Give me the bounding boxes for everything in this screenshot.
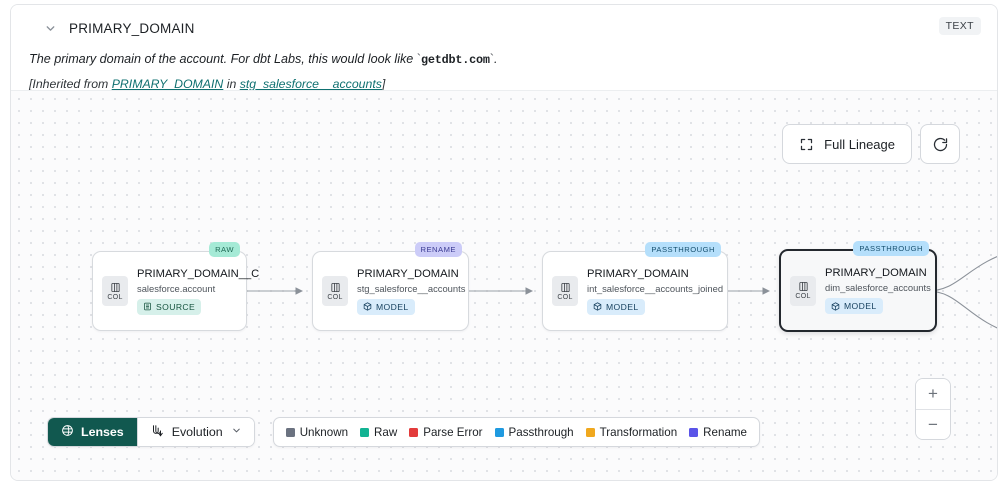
legend: Unknown Raw Parse Error Passthrough Tran… [272, 417, 760, 447]
column-description: The primary domain of the account. For d… [29, 51, 979, 69]
zoom-out-button[interactable]: − [916, 409, 950, 439]
lineage-canvas[interactable]: Full Lineage + − [11, 90, 997, 480]
node-title: PRIMARY_DOMAIN [357, 267, 459, 280]
database-icon [144, 302, 151, 311]
refresh-icon [932, 136, 949, 153]
legend-item: Parse Error [409, 425, 483, 439]
canvas-controls: Full Lineage [782, 124, 960, 164]
inherited-mid: in [223, 76, 240, 91]
zoom-controls: + − [915, 378, 951, 440]
zoom-in-button[interactable]: + [916, 379, 950, 409]
panel-header: PRIMARY_DOMAIN TEXT The primary domain o… [11, 5, 997, 91]
cube-icon [831, 301, 840, 311]
inherited-model-link[interactable]: stg_salesforce__accounts [239, 76, 382, 91]
lineage-node[interactable]: RAW COL PRIMARY_DOMAIN__C salesforce.acc… [92, 242, 260, 331]
edge-out-top [926, 256, 997, 292]
legend-item: Transformation [585, 425, 678, 439]
legend-item: Passthrough [494, 425, 574, 439]
lineage-node[interactable]: PASSTHROUGH COL PRIMARY_DOMAIN int_sales… [542, 242, 728, 331]
node-subtitle: int_salesforce__accounts_joined [587, 282, 724, 294]
cube-icon [593, 302, 602, 311]
status-badge: TEXT [938, 17, 981, 35]
node-subtitle: salesforce.account [137, 282, 216, 294]
node-kind-badge: MODEL [825, 298, 883, 314]
cube-icon [363, 302, 372, 311]
column-icon: COL [790, 275, 816, 306]
lineage-graph: RAW COL PRIMARY_DOMAIN__C salesforce.acc… [11, 91, 997, 480]
node-tag: PASSTHROUGH [853, 241, 929, 256]
legend-label: Rename [703, 425, 747, 439]
legend-swatch [285, 427, 295, 437]
node-tag: RENAME [414, 242, 462, 257]
node-kind-badge: MODEL [357, 298, 415, 315]
column-icon: COL [322, 276, 348, 306]
description-suffix: . [494, 52, 498, 66]
evolution-icon [150, 424, 164, 441]
legend-swatch [494, 427, 504, 437]
evolution-label: Evolution [171, 425, 223, 439]
backtick-open: ` [416, 52, 422, 66]
expand-icon [799, 137, 814, 152]
legend-label: Transformation [599, 425, 678, 439]
node-kind-badge: MODEL [587, 298, 645, 315]
node-kind-label: MODEL [376, 301, 409, 312]
title-row: PRIMARY_DOMAIN [29, 17, 979, 39]
node-title: PRIMARY_DOMAIN [587, 267, 689, 280]
node-kind-label: MODEL [844, 301, 877, 311]
inherited-close: ] [381, 76, 386, 91]
column-chip-label: COL [327, 293, 343, 301]
legend-label: Unknown [299, 425, 349, 439]
chevron-down-icon[interactable] [43, 21, 57, 35]
description-code: getdbt.com [421, 53, 490, 67]
node-title: PRIMARY_DOMAIN [825, 267, 927, 279]
bottom-toolbar: Lenses Evolution Unknown [47, 417, 760, 447]
legend-label: Raw [374, 425, 398, 439]
legend-swatch [409, 427, 419, 437]
column-chip-label: COL [557, 293, 573, 301]
node-subtitle: dim_salesforce_accounts [825, 282, 931, 293]
legend-swatch [689, 427, 699, 437]
page-title: PRIMARY_DOMAIN [69, 20, 195, 36]
backtick-close: ` [489, 52, 495, 66]
lenses-button[interactable]: Lenses [48, 418, 137, 446]
node-kind-badge: SOURCE [137, 298, 202, 315]
node-kind-label: MODEL [606, 301, 639, 312]
lens-icon [61, 424, 74, 440]
legend-item: Raw [360, 426, 397, 439]
legend-item: Unknown [285, 425, 349, 439]
legend-swatch [360, 427, 370, 437]
description-prefix: The primary domain of the account. For d… [29, 52, 417, 66]
edge-out-bottom [926, 290, 997, 329]
inherited-from-line: [Inherited from PRIMARY_DOMAIN in stg_sa… [29, 77, 979, 91]
node-kind-label: SOURCE [156, 301, 196, 312]
inherited-column-link[interactable]: PRIMARY_DOMAIN [111, 76, 224, 91]
node-subtitle: stg_salesforce__accounts [357, 282, 466, 294]
column-chip-label: COL [107, 293, 123, 301]
lenses-label: Lenses [81, 425, 124, 439]
inherited-open: [Inherited from [29, 76, 112, 91]
lineage-node[interactable]: RENAME COL PRIMARY_DOMAIN stg_salesforce… [312, 242, 469, 331]
column-icon: COL [552, 276, 578, 306]
lenses-group: Lenses Evolution [47, 417, 255, 447]
legend-label: Passthrough [508, 425, 574, 439]
refresh-button[interactable] [920, 124, 960, 164]
legend-swatch [585, 427, 595, 437]
legend-item: Rename [689, 426, 747, 439]
node-title: PRIMARY_DOMAIN__C [137, 267, 260, 280]
legend-label: Parse Error [423, 425, 483, 439]
column-chip-label: COL [795, 293, 811, 300]
node-tag: PASSTHROUGH [645, 242, 721, 257]
evolution-dropdown[interactable]: Evolution [136, 418, 254, 446]
node-tag: RAW [209, 242, 240, 257]
column-detail-panel: PRIMARY_DOMAIN TEXT The primary domain o… [10, 4, 998, 481]
full-lineage-button[interactable]: Full Lineage [782, 124, 912, 164]
lineage-node-selected[interactable]: PASSTHROUGH COL PRIMARY_DOMAIN dim_sales… [779, 241, 937, 332]
column-icon: COL [102, 276, 128, 306]
chevron-down-icon [231, 425, 242, 439]
full-lineage-label: Full Lineage [824, 136, 895, 152]
